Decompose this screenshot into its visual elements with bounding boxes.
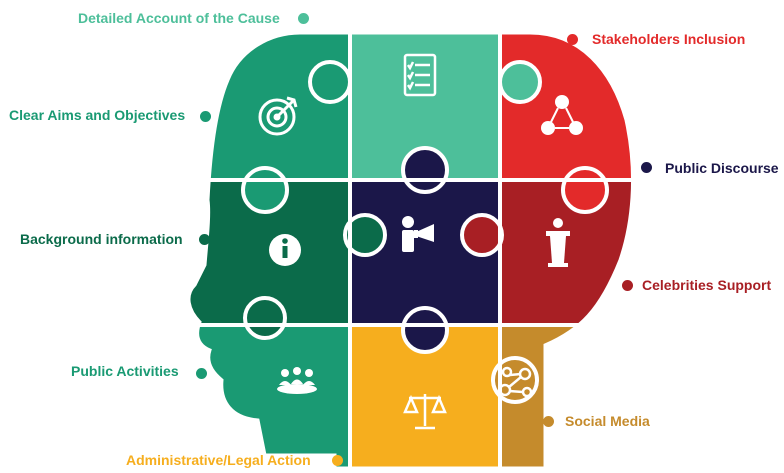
- network-people-icon: [541, 95, 583, 135]
- label-administrative: Administrative/Legal Action: [126, 452, 311, 468]
- label-public-discourse: Public Discourse: [665, 160, 779, 176]
- scales-icon: [403, 394, 447, 430]
- label-detailed-account: Detailed Account of the Cause: [78, 10, 280, 26]
- label-stakeholders: Stakeholders Inclusion: [592, 31, 746, 47]
- dot-public-activities: [196, 368, 207, 379]
- knob-1: [310, 62, 350, 102]
- podium-icon: [546, 218, 570, 267]
- knob-2: [500, 62, 540, 102]
- checklist-icon: [403, 53, 437, 97]
- megaphone-speaker-icon: [402, 216, 434, 252]
- target-icon: [258, 96, 298, 136]
- dot-celebrities: [622, 280, 633, 291]
- info-icon: [269, 234, 301, 266]
- label-public-activities: Public Activities: [71, 363, 179, 379]
- knob-8: [403, 308, 447, 352]
- label-background: Background information: [20, 231, 183, 247]
- label-social-media: Social Media: [565, 413, 650, 429]
- dot-detailed-account: [298, 13, 309, 24]
- dot-administrative: [332, 455, 343, 466]
- dot-public-discourse: [641, 162, 652, 173]
- dot-background: [199, 234, 210, 245]
- knob-6: [345, 215, 385, 255]
- social-network-icon: [498, 366, 533, 398]
- dot-stakeholders: [567, 34, 578, 45]
- knob-9: [245, 298, 285, 338]
- dot-social-media: [543, 416, 554, 427]
- group-meeting-icon: [277, 367, 317, 394]
- dot-clear-aims: [200, 111, 211, 122]
- label-clear-aims: Clear Aims and Objectives: [9, 107, 186, 123]
- label-celebrities: Celebrities Support: [642, 277, 772, 293]
- knob-7: [462, 215, 502, 255]
